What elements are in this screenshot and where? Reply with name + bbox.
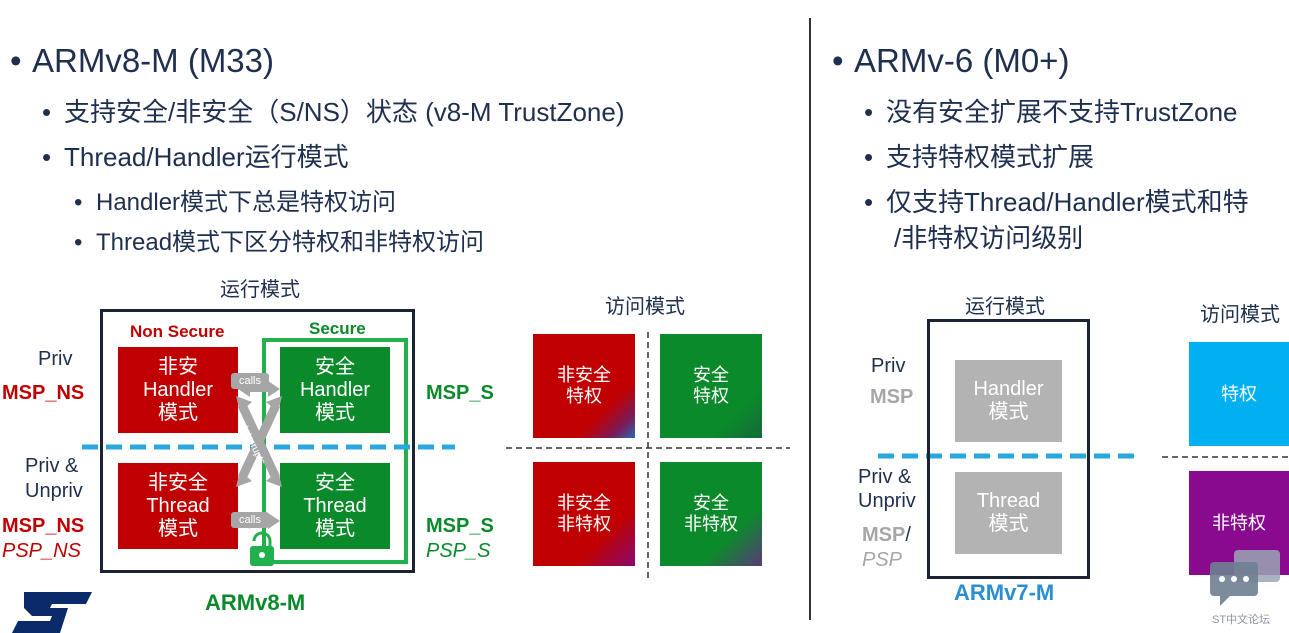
interrupts-arrowheads — [236, 396, 282, 487]
right-title: •ARMv-6 (M0+) — [832, 42, 1070, 79]
left-bullet-1: •支持安全/非安全（S/NS）状态 (v8-M TrustZone) — [42, 97, 625, 127]
non-secure-label: Non Secure — [130, 322, 225, 341]
interrupts-arrows — [237, 403, 281, 480]
run-mode-label: 运行模式 — [220, 279, 300, 301]
right-bullet-2: •支持特权模式扩展 — [864, 142, 1095, 172]
left-bullet-2: •Thread/Handler运行模式 — [42, 142, 349, 172]
right-priv-unpriv-2: Unpriv — [858, 490, 916, 512]
priv-label: Priv — [38, 348, 73, 370]
psp-s-label: PSP_S — [426, 540, 491, 562]
right-msp-label: MSP — [870, 386, 914, 408]
msp-s-label: MSP_S — [426, 382, 494, 404]
msp-s-label-2: MSP_S — [426, 515, 494, 537]
st-logo-icon — [12, 592, 92, 633]
access-s-unpriv-box: 安全非特权 — [660, 462, 762, 566]
left-title: •ARMv8-M (M33) — [10, 42, 275, 79]
right-msp-psp-label: MSP/ — [862, 524, 911, 546]
right-access-mode-label: 访问模式 — [1200, 304, 1280, 326]
armv7m-frame — [927, 319, 1090, 579]
msp-ns-label-2: MSP_NS — [2, 515, 85, 537]
armv7m-label: ARMv7-M — [954, 580, 1055, 605]
forum-label: ST中文论坛 — [1212, 614, 1271, 626]
right-priv-unpriv-1: Priv & — [858, 466, 912, 488]
msp-ns-label: MSP_NS — [2, 382, 85, 404]
psp-ns-label: PSP_NS — [2, 540, 81, 562]
lock-icon — [250, 531, 274, 566]
right-bullet-3-cont: /非特权访问级别 — [894, 223, 1084, 253]
right-run-mode-label: 运行模式 — [965, 296, 1045, 318]
left-bullet-4: •Thread模式下区分特权和非特权访问 — [74, 229, 485, 256]
left-bullet-3: •Handler模式下总是特权访问 — [74, 189, 397, 216]
right-access-priv-box: 特权 — [1189, 342, 1289, 446]
armv8m-frame — [100, 309, 415, 573]
access-ns-priv-box: 非安全特权 — [533, 334, 635, 438]
priv-unpriv-label-2: Unpriv — [25, 480, 83, 502]
forum-chat-icon — [1210, 550, 1280, 606]
secure-label: Secure — [309, 319, 366, 338]
calls-top-pill: calls — [231, 373, 269, 389]
right-priv-label: Priv — [871, 355, 906, 377]
right-bullet-3: •仅支持Thread/Handler模式和特 — [864, 187, 1249, 217]
right-psp-label: PSP — [862, 549, 903, 571]
priv-unpriv-label-1: Priv & — [25, 455, 79, 477]
calls-bottom-pill: calls — [231, 512, 269, 528]
armv8m-label: ARMv8-M — [205, 590, 306, 615]
right-bullet-1: •没有安全扩展不支持TrustZone — [864, 97, 1238, 127]
access-mode-label: 访问模式 — [605, 296, 685, 318]
access-s-priv-box: 安全特权 — [660, 334, 762, 438]
access-ns-unpriv-box: 非安全非特权 — [533, 462, 635, 566]
